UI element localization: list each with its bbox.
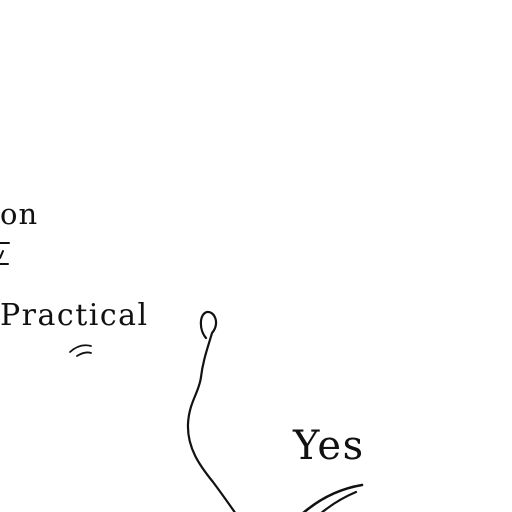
- node-label-practical: Practical: [0, 298, 149, 333]
- node-label-on-fragment: on: [0, 197, 39, 231]
- arrowhead-stroke-upper: [302, 483, 364, 512]
- edge-label-yes: Yes: [293, 423, 365, 469]
- connector-line: [186, 310, 236, 512]
- glyph-fragment-stroke: [0, 242, 10, 265]
- arrowhead-stroke-lower: [320, 490, 358, 512]
- curl-mark-stroke: [69, 344, 92, 357]
